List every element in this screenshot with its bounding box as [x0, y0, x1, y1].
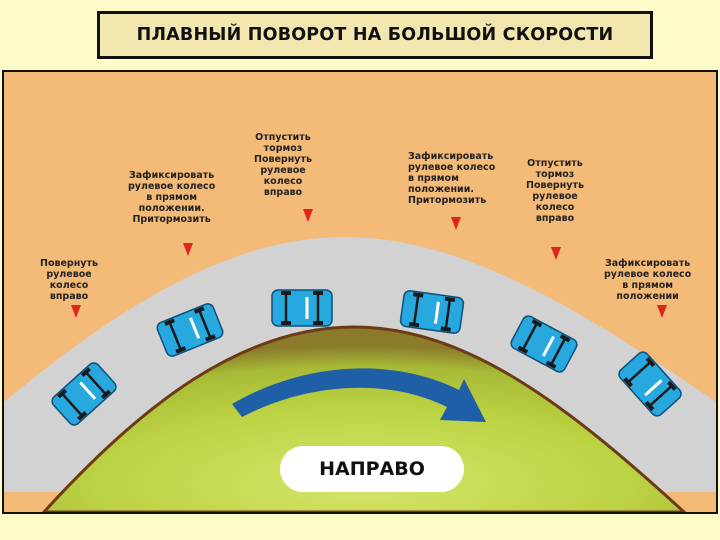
marker-triangle [451, 217, 461, 230]
note-4: Зафиксировать рулевое колесо в прямом по… [408, 151, 495, 206]
direction-pill: НАПРАВО [280, 446, 464, 492]
marker-triangle [551, 247, 561, 260]
marker-triangle [71, 305, 81, 318]
page-title: ПЛАВНЫЙ ПОВОРОТ НА БОЛЬШОЙ СКОРОСТИ [137, 25, 614, 45]
note-3: Отпустить тормоз Повернуть рулевое колес… [254, 132, 312, 198]
note-2: Зафиксировать рулевое колесо в прямом по… [128, 170, 215, 225]
note-5: Отпустить тормоз Повернуть рулевое колес… [526, 158, 584, 224]
marker-triangle [183, 243, 193, 256]
title-box: ПЛАВНЫЙ ПОВОРОТ НА БОЛЬШОЙ СКОРОСТИ [97, 11, 653, 59]
car [400, 290, 464, 334]
marker-triangle [303, 209, 313, 222]
car [272, 290, 332, 326]
direction-label: НАПРАВО [319, 458, 425, 480]
note-1: Повернуть рулевое колесо вправо [40, 258, 98, 302]
note-6: Зафиксировать рулевое колесо в прямом по… [604, 258, 691, 302]
marker-triangle [657, 305, 667, 318]
diagram: Повернуть рулевое колесо вправо Зафиксир… [2, 70, 718, 514]
